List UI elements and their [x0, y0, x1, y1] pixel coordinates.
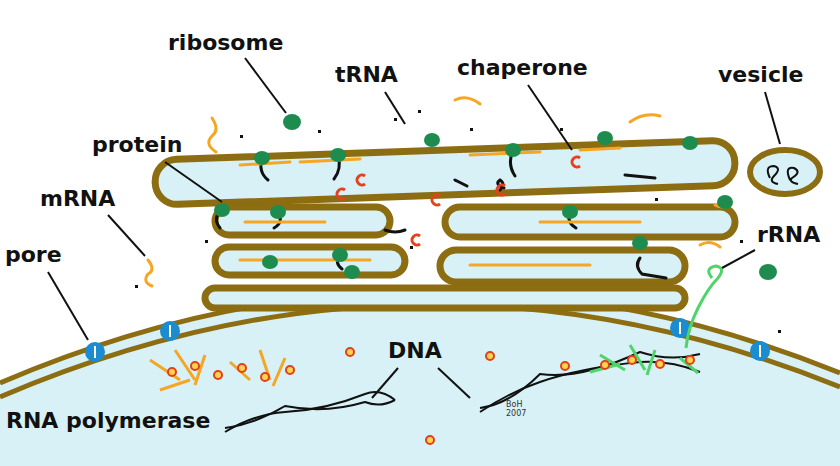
- endoplasmic-reticulum: [154, 140, 735, 308]
- chaperones: [337, 157, 580, 245]
- part-label: rRNA: [757, 222, 820, 248]
- rrna-strand: [686, 266, 722, 348]
- part-label: RNA polymerase: [6, 408, 210, 434]
- part-label: pore: [5, 242, 62, 268]
- part-label: protein: [92, 132, 182, 158]
- part-label: ribosome: [168, 30, 283, 56]
- mrna-strands: [146, 98, 731, 286]
- signature: BoH 2007: [506, 400, 530, 418]
- part-label: vesicle: [718, 62, 803, 88]
- part-label: mRNA: [40, 186, 115, 212]
- vesicle: [750, 150, 820, 194]
- proteins: [216, 150, 666, 278]
- ribosomes: [214, 114, 777, 280]
- nucleus: [0, 290, 840, 466]
- part-label: chaperone: [457, 55, 588, 81]
- dna-strands: [225, 352, 700, 432]
- trna-dots: [135, 110, 781, 333]
- part-label: DNA: [388, 338, 442, 364]
- leader-lines: [48, 58, 780, 398]
- part-label: tRNA: [335, 62, 398, 88]
